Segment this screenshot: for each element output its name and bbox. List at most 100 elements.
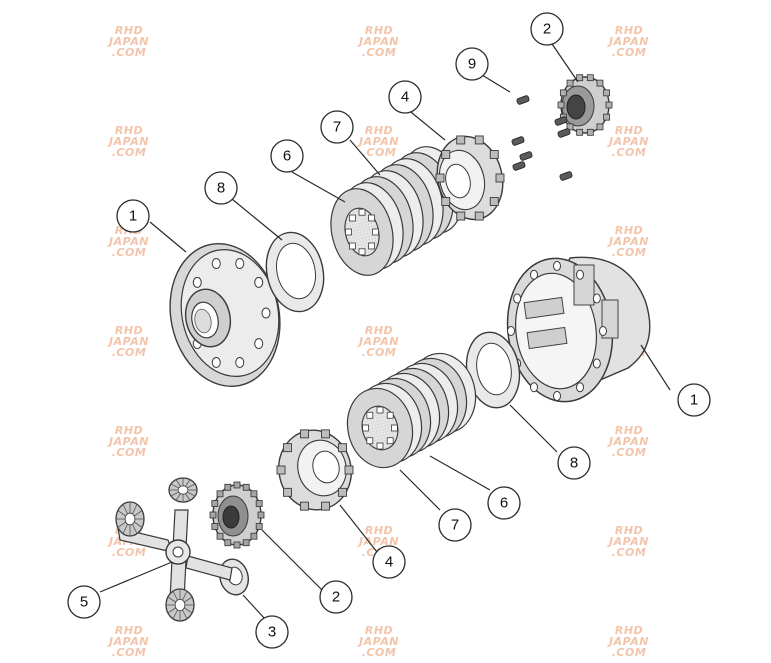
ring-cam-tooth bbox=[283, 487, 292, 497]
gear-tooth bbox=[242, 539, 250, 547]
ring-cam-tooth bbox=[276, 465, 286, 475]
watermark-line: .COM bbox=[611, 646, 647, 659]
plate-spline bbox=[358, 248, 366, 256]
clutch-plate-stack-lower bbox=[346, 352, 477, 469]
watermark-line: RHD bbox=[364, 524, 394, 537]
callout-c4b: 4 bbox=[372, 545, 406, 579]
callout-label: 7 bbox=[451, 517, 459, 534]
callout-c7b: 7 bbox=[438, 508, 472, 542]
callout-c4a: 4 bbox=[388, 80, 422, 114]
gear-tooth bbox=[209, 511, 217, 519]
spring-pin bbox=[511, 136, 525, 146]
watermark-line: .COM bbox=[111, 46, 147, 59]
bolt-hole bbox=[592, 293, 601, 304]
bolt-hole bbox=[261, 307, 271, 319]
watermark-line: JAPAN bbox=[359, 35, 399, 48]
gear-tooth bbox=[257, 511, 265, 519]
callout-c8a: 8 bbox=[204, 171, 238, 205]
case-cover-left bbox=[169, 242, 281, 388]
watermark-line: RHD bbox=[364, 24, 394, 37]
watermark-line: JAPAN bbox=[609, 235, 649, 248]
bolt-hole bbox=[254, 338, 264, 350]
bolt-hole bbox=[599, 326, 607, 336]
watermark-line: RHD bbox=[364, 324, 394, 337]
ring-cam-tooth bbox=[344, 465, 354, 475]
gear-tooth bbox=[233, 541, 241, 549]
callout-c3: 3 bbox=[255, 615, 289, 649]
watermark-line: RHD bbox=[614, 24, 644, 37]
bolt-hole bbox=[592, 358, 601, 369]
side-gear-lower bbox=[209, 481, 265, 549]
bolt-hole bbox=[211, 258, 221, 270]
plate-spline bbox=[366, 411, 374, 419]
thrust-washer-upper bbox=[265, 231, 325, 313]
gear-tooth bbox=[250, 532, 258, 540]
watermark-line: JAPAN bbox=[109, 435, 149, 448]
watermark-line: JAPAN bbox=[359, 635, 399, 648]
watermark-line: .COM bbox=[611, 146, 647, 159]
spring-pin bbox=[557, 128, 571, 138]
gear-tooth bbox=[211, 523, 219, 530]
watermark-line: RHD bbox=[614, 224, 644, 237]
callout-label: 6 bbox=[500, 495, 508, 512]
callout-c8b: 8 bbox=[557, 446, 591, 480]
ring-cam-tooth bbox=[435, 173, 445, 183]
ring-cam-tooth bbox=[489, 150, 499, 159]
plate-spline bbox=[362, 424, 370, 432]
plate-spline bbox=[345, 228, 352, 236]
gear-tooth bbox=[233, 481, 241, 489]
callout-c6b: 6 bbox=[487, 486, 521, 520]
case-body-right bbox=[506, 256, 651, 403]
gear-tooth bbox=[586, 128, 594, 136]
watermark-line: .COM bbox=[111, 246, 147, 259]
bolt-hole bbox=[513, 293, 522, 304]
callout-c2b: 2 bbox=[319, 580, 353, 614]
watermark-line: .COM bbox=[361, 46, 397, 59]
pressure-ring-lower bbox=[276, 429, 354, 511]
spring-pin bbox=[554, 116, 568, 126]
bolt-hole bbox=[553, 391, 561, 401]
callout-label: 8 bbox=[570, 455, 578, 472]
callout-label: 3 bbox=[268, 624, 276, 641]
pinion-cross-shaft bbox=[115, 477, 233, 622]
watermark-line: JAPAN bbox=[609, 135, 649, 148]
watermark-line: .COM bbox=[111, 346, 147, 359]
pinion-hub bbox=[174, 599, 186, 612]
watermark-line: JAPAN bbox=[609, 535, 649, 548]
ring-cam-tooth bbox=[456, 135, 466, 145]
watermark-line: JAPAN bbox=[609, 435, 649, 448]
callout-label: 1 bbox=[129, 208, 137, 225]
watermark-line: RHD bbox=[364, 624, 394, 637]
plate-spline bbox=[358, 208, 366, 216]
watermark-line: JAPAN bbox=[109, 235, 149, 248]
watermark-line: JAPAN bbox=[359, 535, 399, 548]
ring-cam-tooth bbox=[321, 429, 330, 439]
watermark-line: JAPAN bbox=[109, 35, 149, 48]
watermark-line: RHD bbox=[364, 124, 394, 137]
watermark-line: RHD bbox=[114, 424, 144, 437]
gear-tooth bbox=[224, 483, 232, 491]
gear-tooth bbox=[242, 483, 250, 491]
plate-spline bbox=[349, 242, 356, 250]
gear-tooth bbox=[576, 74, 584, 82]
side-gear-upper bbox=[557, 74, 613, 136]
preload-springs bbox=[511, 95, 573, 181]
callout-c7a: 7 bbox=[320, 110, 354, 144]
callout-label: 1 bbox=[690, 392, 698, 409]
gear-tooth bbox=[559, 89, 567, 97]
gear-tooth bbox=[557, 101, 565, 109]
callout-label: 7 bbox=[333, 119, 341, 136]
pinion-hub bbox=[177, 485, 189, 495]
callout-c6a: 6 bbox=[270, 139, 304, 173]
gear-tooth bbox=[566, 79, 574, 87]
spring-pin bbox=[519, 151, 533, 161]
